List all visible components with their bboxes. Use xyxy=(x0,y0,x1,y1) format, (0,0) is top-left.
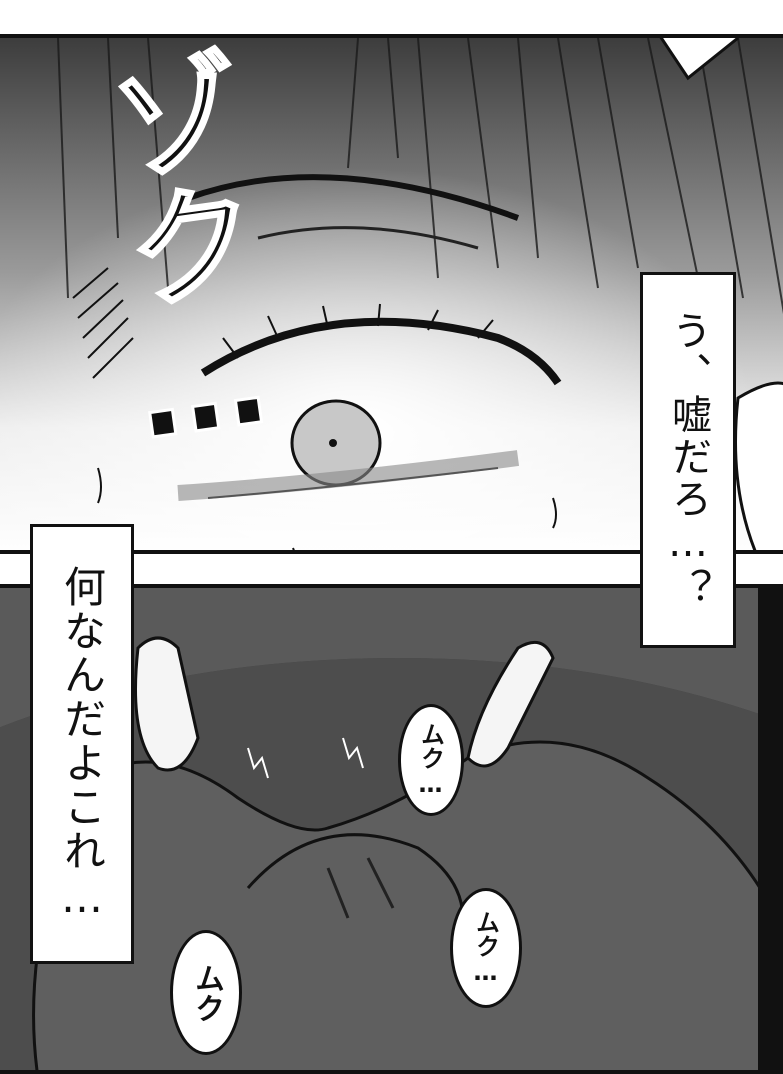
narration-box-right: う、嘘だろ…？ xyxy=(640,272,736,648)
speech-bubble-3: ムク xyxy=(170,930,242,1055)
narration-text-right: う、嘘だろ…？ xyxy=(665,310,711,610)
speech-bubble-2: ムク… xyxy=(450,888,522,1008)
bubble-text-1: ムク… xyxy=(416,722,445,798)
speech-bubble-1: ムク… xyxy=(398,704,464,816)
bubble-text-3: ムク xyxy=(189,962,224,1023)
narration-text-left: 何なんだよこれ… xyxy=(57,564,107,924)
narration-box-left: 何なんだよこれ… xyxy=(30,524,134,964)
bubble-text-2: ムク… xyxy=(471,910,500,986)
